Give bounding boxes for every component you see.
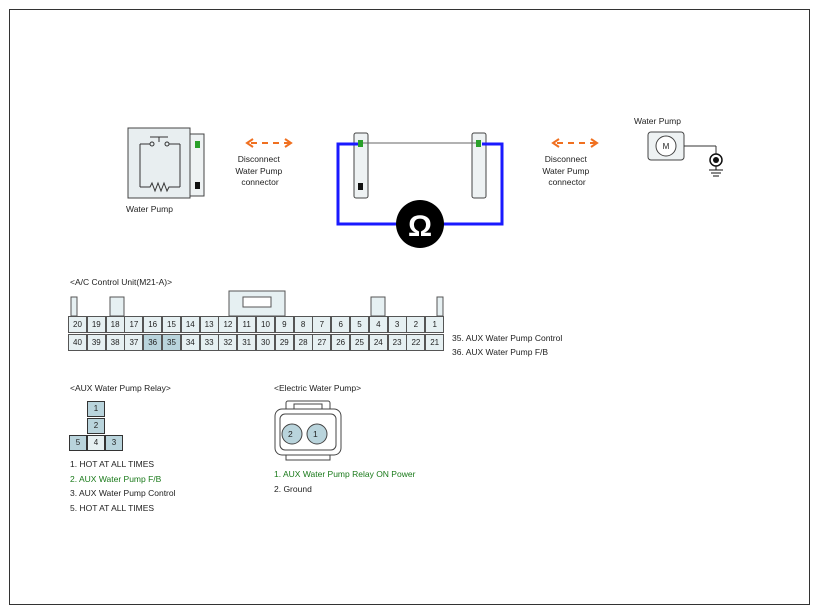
ac-pin-39: 39 (86, 334, 106, 351)
ac-pin-14: 14 (180, 316, 200, 333)
ac-pin-11: 11 (237, 316, 257, 333)
ac-pin-30: 30 (256, 334, 275, 351)
ac-pin-21: 21 (425, 334, 445, 351)
right-disconnect-label: Disconnect Water Pump connector (542, 154, 591, 187)
relay-legend-item-2: 3. AUX Water Pump Control (70, 488, 176, 498)
relay-legend-item-1: 2. AUX Water Pump F/B (70, 473, 162, 484)
ac-pin-6: 6 (331, 316, 351, 333)
motor-symbol: M (663, 142, 670, 151)
ac-pin-19: 19 (86, 316, 106, 333)
ac-pin-25: 25 (350, 334, 369, 351)
ac-pin-31: 31 (237, 334, 257, 351)
ac-pin-15: 15 (162, 316, 181, 333)
left-water-pump-label: Water Pump (126, 204, 173, 214)
ac-pin-1: 1 (425, 316, 445, 333)
ac-pin-3: 3 (387, 316, 407, 333)
left-water-pump-component (127, 127, 205, 199)
relay-pin-3: 3 (105, 435, 123, 451)
ac-pin-33: 33 (199, 334, 219, 351)
ac-pin-8: 8 (293, 316, 313, 333)
ac-pin-10: 10 (256, 316, 275, 333)
ohmmeter-circuit (336, 132, 504, 248)
left-disconnect-arrow (245, 138, 293, 148)
ac-control-unit-title: <A/C Control Unit(M21-A)> (70, 277, 173, 287)
ac-pin-37: 37 (124, 334, 144, 351)
ac-pin-27: 27 (312, 334, 332, 351)
ac-connector-housing (70, 290, 444, 317)
ac-pin-36: 36 (143, 334, 163, 351)
ac-pin-29: 29 (274, 334, 294, 351)
motor-icon (647, 131, 717, 161)
relay-pin-1: 1 (87, 401, 105, 417)
ac-pin-40: 40 (68, 334, 87, 351)
electric-pump-pin-1: 1 (313, 429, 318, 439)
ac-pin-38: 38 (105, 334, 125, 351)
ac-pin-2: 2 (406, 316, 426, 333)
ac-pin-4: 4 (368, 316, 388, 333)
pump-legend-item-0: 1. AUX Water Pump Relay ON Power (274, 469, 416, 479)
ac-pin-32: 32 (218, 334, 238, 351)
measurement-diagram: Water Pump Disconnect Water Pump connect… (126, 116, 723, 248)
ac-pin-12: 12 (218, 316, 238, 333)
relay-title: <AUX Water Pump Relay> (70, 383, 171, 393)
ac-pin-18: 18 (105, 316, 125, 333)
relay-connector: 1 2 5 4 3 (68, 401, 128, 453)
diagram-frame (9, 9, 810, 605)
ac-pin-17: 17 (124, 316, 144, 333)
ac-pin-13: 13 (199, 316, 219, 333)
relay-pin-2: 2 (87, 418, 105, 434)
ac-pin-35: 35 (162, 334, 181, 351)
ac-pin-16: 16 (143, 316, 163, 333)
ac-pin-7: 7 (312, 316, 332, 333)
right-water-pump-label: Water Pump (634, 116, 681, 126)
electric-pump-connector (274, 400, 342, 461)
relay-pin-5: 5 (69, 435, 87, 451)
ac-legend-35: 35. AUX Water Pump Control (452, 333, 563, 343)
electric-pump-pin-2: 2 (288, 429, 293, 439)
relay-legend-item-0: 1. HOT AT ALL TIMES (70, 459, 155, 469)
ac-pin-5: 5 (350, 316, 369, 333)
ac-pin-34: 34 (180, 334, 200, 351)
ac-pin-20: 20 (68, 316, 87, 333)
pump-legend-item-1: 2. Ground (274, 483, 312, 494)
ac-pin-22: 22 (406, 334, 426, 351)
ohm-icon: Ω (408, 210, 432, 243)
ac-pin-26: 26 (331, 334, 351, 351)
right-disconnect-arrow (551, 138, 599, 148)
ac-pin-23: 23 (387, 334, 407, 351)
ac-pin-28: 28 (293, 334, 313, 351)
relay-legend-item-3: 5. HOT AT ALL TIMES (70, 502, 155, 513)
electric-pump-title: <Electric Water Pump> (274, 383, 362, 393)
left-disconnect-label: Disconnect Water Pump connector (235, 154, 284, 187)
ac-legend-36: 36. AUX Water Pump F/B (452, 347, 549, 357)
ac-pin-9: 9 (274, 316, 294, 333)
ac-pin-24: 24 (368, 334, 388, 351)
relay-pin-4: 4 (87, 435, 105, 451)
ground-icon (709, 153, 723, 177)
